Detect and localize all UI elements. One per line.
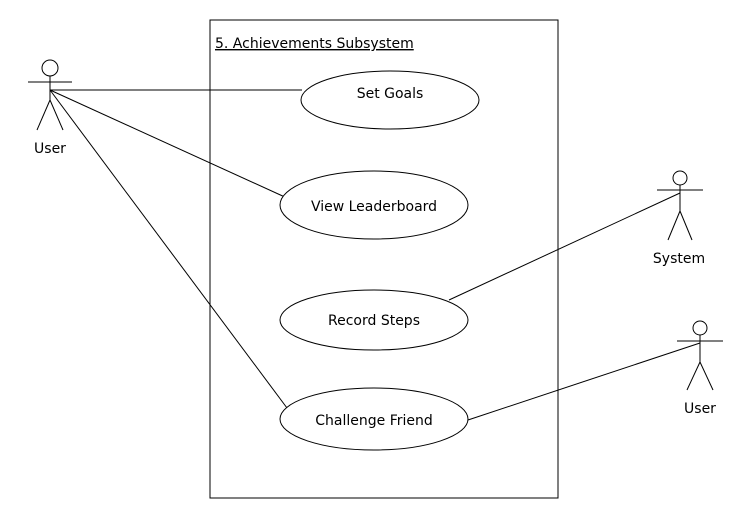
associations	[49, 89, 701, 421]
use-case-challenge-friend[interactable]: Challenge Friend	[279, 387, 469, 451]
use-case-record-steps[interactable]: Record Steps	[279, 289, 469, 351]
use-case-view-leaderboard[interactable]: View Leaderboard	[279, 170, 469, 240]
use-case-ellipse	[300, 70, 480, 130]
actor-figure-icon	[657, 170, 703, 241]
system-title: 5. Achievements Subsystem	[215, 36, 414, 52]
association-system-record-steps	[448, 192, 681, 301]
actor-user-friend[interactable]: User	[677, 320, 723, 417]
association-friend-challenge-friend	[467, 342, 701, 421]
association-user-view-leaderboard	[49, 89, 288, 199]
association-user-challenge-friend	[49, 89, 291, 413]
actor-label: System	[653, 251, 705, 267]
use-case-ellipse	[279, 289, 469, 351]
actor-system[interactable]: System	[653, 170, 705, 267]
actor-figure-icon	[677, 320, 723, 391]
use-case-set-goals[interactable]: Set Goals	[300, 70, 480, 130]
use-case-ellipse	[279, 170, 469, 240]
actor-user-main[interactable]: User	[28, 59, 72, 157]
use-case-ellipse	[279, 387, 469, 451]
actor-label: User	[34, 141, 66, 157]
use-case-label: Set Goals	[357, 86, 424, 102]
actor-label: User	[684, 401, 716, 417]
actor-figure-icon	[28, 59, 72, 131]
use-case-label: View Leaderboard	[311, 199, 437, 215]
use-case-label: Record Steps	[328, 313, 420, 329]
use-case-label: Challenge Friend	[315, 413, 433, 429]
